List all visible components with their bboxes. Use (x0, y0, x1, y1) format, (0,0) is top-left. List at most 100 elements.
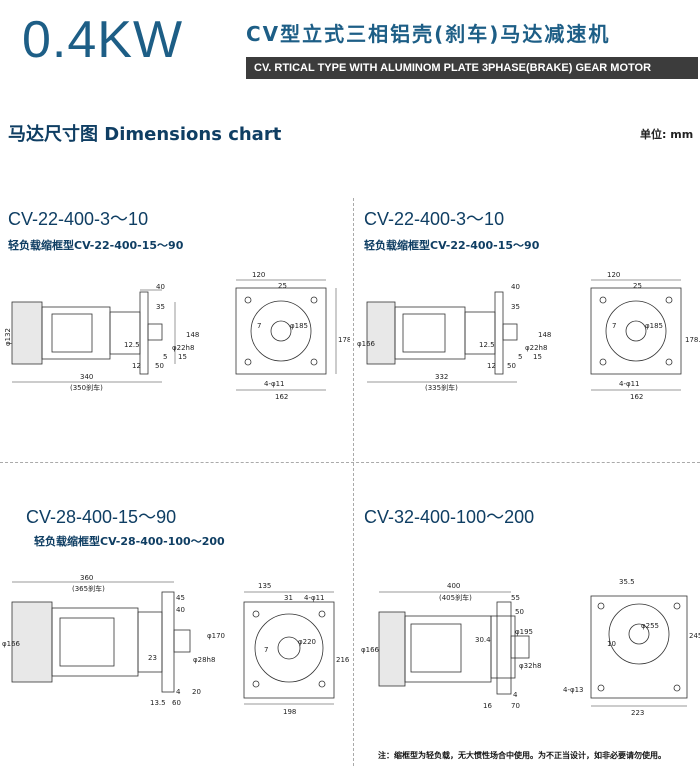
dim-40: 40 (511, 283, 520, 291)
dim-total-length: 400 (447, 582, 460, 590)
dim-178: 178.5 (685, 336, 700, 344)
dim-162: 162 (275, 393, 288, 401)
dim-5: 5 (518, 353, 522, 361)
front-view (235, 279, 337, 391)
dim-brake-length: (405刹车) (439, 593, 472, 602)
title-chinese: CV型立式三相铝壳(刹车)马达减速机 (246, 22, 611, 46)
panel-2-model: CV-22-400-3～10 (364, 209, 505, 229)
dim-5: 5 (163, 353, 167, 361)
panel-1-drawing: 340 (350刹车) 40 35 12.5 12 50 5 15 φ132 1… (4, 271, 350, 401)
dim-holes: 4-φ11 (619, 380, 640, 388)
dim-162: 162 (630, 393, 643, 401)
side-view (366, 291, 518, 383)
dim-198: 198 (283, 708, 296, 716)
side-view (11, 581, 191, 693)
dim-12-5: 12.5 (124, 341, 140, 349)
dim-shaft: φ32h8 (519, 662, 541, 670)
dim-brake-length: (335刹车) (425, 383, 458, 392)
dim-245: 245 (689, 632, 700, 640)
dim-45: 45 (176, 594, 185, 602)
dim-178: 178.5 (338, 336, 350, 344)
dim-216: 216 (336, 656, 350, 664)
dim-height: φ132 (4, 328, 12, 346)
dim-50: 50 (155, 362, 164, 370)
dim-35: 35 (511, 303, 520, 311)
dim-195: φ195 (515, 628, 533, 636)
dim-223: 223 (631, 709, 644, 717)
dim-7: 7 (257, 322, 261, 330)
dim-220-label: φ220 (298, 638, 316, 646)
dim-16: 16 (483, 702, 492, 710)
dim-total-length: 340 (80, 373, 93, 381)
panel-divider-horizontal (0, 462, 700, 463)
dim-height: φ166 (2, 640, 21, 648)
dim-40: 40 (176, 606, 185, 614)
dim-135: 135 (258, 582, 271, 590)
dim-brake-length: (350刹车) (70, 383, 103, 392)
dim-15: 15 (533, 353, 542, 361)
dim-25: 25 (278, 282, 287, 290)
dim-total-length: 360 (80, 574, 93, 582)
panel-1-subtitle: 轻负载缩框型CV-22-400-15～90 (8, 239, 184, 252)
dim-170: φ170 (207, 632, 225, 640)
dim-60: 60 (172, 699, 181, 707)
dim-height: φ166 (361, 646, 380, 654)
power-rating: 0.4KW (22, 11, 184, 69)
side-view (378, 591, 530, 695)
dim-40: 40 (156, 283, 165, 291)
front-view (590, 279, 682, 391)
side-view (11, 289, 176, 383)
dim-13-5: 13.5 (150, 699, 166, 707)
dim-23: 23 (148, 654, 157, 662)
dim-shaft: φ22h8 (525, 344, 547, 352)
front-view (590, 595, 688, 707)
dim-holes: 4-φ11 (264, 380, 285, 388)
unit-label: 单位: mm (640, 128, 694, 141)
dim-15: 15 (178, 353, 187, 361)
dim-120: 120 (607, 271, 620, 279)
dim-12-5: 12.5 (479, 341, 495, 349)
footer-note: 注：缩框型为轻负载，无大惯性场合中使用。为不正当设计，如非必要请勿使用。 (378, 751, 666, 760)
dim-7: 7 (264, 646, 268, 654)
dim-shaft: φ22h8 (172, 344, 194, 352)
panel-1-model: CV-22-400-3～10 (8, 209, 149, 229)
dim-holes: 4-φ11 (304, 594, 325, 602)
dim-holes: 4-φ13 (563, 686, 584, 694)
dim-148: 148 (538, 331, 551, 339)
title-english-banner: CV. RTICAL TYPE WITH ALUMINOM PLATE 3PHA… (246, 57, 698, 79)
dim-35-5: 35.5 (619, 578, 635, 586)
dim-35: 35 (156, 303, 165, 311)
dim-70: 70 (511, 702, 520, 710)
dim-20: 20 (192, 688, 201, 696)
dim-120: 120 (252, 271, 265, 279)
dim-shaft: φ28h8 (193, 656, 215, 664)
dim-255: φ255 (641, 622, 659, 630)
dim-31: 31 (284, 594, 293, 602)
dim-brake-length: (365刹车) (72, 584, 105, 593)
section-title: 马达尺寸图 Dimensions chart (8, 124, 282, 145)
dim-185: φ185 (645, 322, 663, 330)
dim-4: 4 (176, 688, 181, 696)
panel-4-drawing: 400 (405刹车) 55 50 30.4 16 70 4 φ166 φ195… (361, 578, 700, 717)
dim-50: 50 (507, 362, 516, 370)
panel-divider-vertical (353, 198, 354, 766)
dim-7: 7 (612, 322, 616, 330)
dim-12: 12 (132, 362, 141, 370)
dim-10: 10 (607, 640, 616, 648)
panel-3-model: CV-28-400-15～90 (26, 507, 177, 527)
panel-3-subtitle: 轻负载缩框型CV-28-400-100～200 (34, 535, 225, 548)
panel-2-drawing: 332 (335刹车) 40 35 12.5 12 50 5 15 φ166 1… (357, 271, 700, 401)
dim-height: φ166 (357, 340, 376, 348)
dim-55: 55 (511, 594, 520, 602)
dim-total-length: 332 (435, 373, 448, 381)
panel-4-model: CV-32-400-100～200 (364, 507, 535, 527)
dim-185: φ185 (290, 322, 308, 330)
panel-2-subtitle: 轻负载缩框型CV-22-400-15～90 (364, 239, 540, 252)
dim-25: 25 (633, 282, 642, 290)
front-view (243, 591, 335, 705)
dim-50: 50 (515, 608, 524, 616)
dim-4: 4 (513, 691, 518, 699)
dim-148: 148 (186, 331, 199, 339)
dim-30-4: 30.4 (475, 636, 491, 644)
dim-12: 12 (487, 362, 496, 370)
